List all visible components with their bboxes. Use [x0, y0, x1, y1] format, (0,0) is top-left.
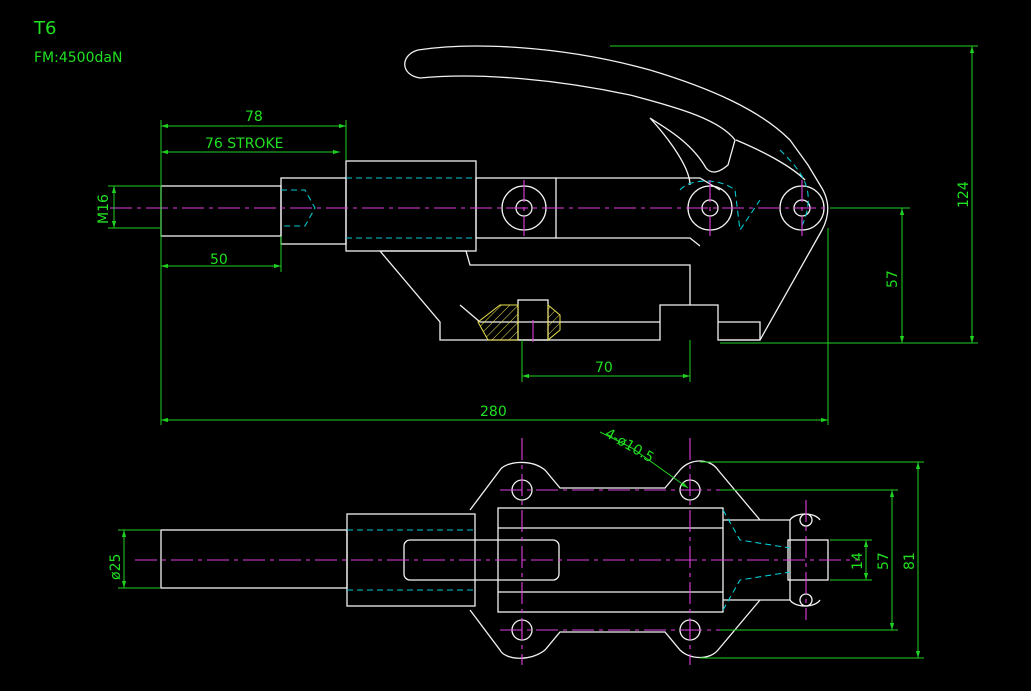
frame-inner	[498, 527, 723, 593]
dim-holes-label: 4-ø10.5	[602, 426, 657, 467]
top-view-dimensions: 4-ø10.5 ø25 14 57 81	[108, 426, 924, 659]
hidden-rod-bore	[347, 529, 475, 591]
top-centerline-hole-rows	[500, 489, 730, 631]
leader-holes-arrow	[631, 447, 689, 489]
force-rating: FM:4500daN	[34, 50, 122, 66]
base-plate-outline	[469, 460, 761, 659]
link-arm	[556, 177, 721, 247]
dim-rod-dia-label: ø25	[108, 554, 124, 580]
side-view	[110, 45, 880, 345]
dim-124-label: 124	[956, 181, 972, 208]
dim-thread-length-label: 50	[210, 252, 228, 268]
section-hatch-right	[547, 303, 561, 342]
dim-stroke-label: 76 STROKE	[205, 136, 283, 152]
top-centerline-holes	[521, 438, 807, 665]
threaded-rod	[160, 185, 282, 237]
dim-thread-label: M16	[96, 194, 112, 224]
drawing-title: T6	[33, 18, 56, 39]
dim-hole-spacing-label: 57	[876, 552, 892, 570]
dim-base-width-label: 81	[902, 552, 918, 570]
dim-280-label: 280	[480, 404, 507, 420]
hidden-thread-end	[281, 189, 316, 227]
handle-outline	[404, 45, 829, 341]
hidden-bore	[346, 177, 476, 239]
dim-57-label: 57	[885, 270, 901, 288]
base-frame	[379, 250, 761, 341]
centerline-pins	[523, 180, 803, 236]
top-view	[135, 438, 860, 665]
plunger-rod	[160, 529, 348, 589]
leader-holes	[599, 431, 633, 449]
rod-sleeve	[280, 177, 347, 245]
section-hatch-left	[477, 304, 519, 341]
dim-70-label: 70	[595, 360, 613, 376]
side-view-dimensions: 78 76 STROKE M16 50 70 280 57 124	[96, 45, 978, 425]
handle-inner-edge	[735, 139, 806, 181]
hidden-toggle	[679, 149, 809, 232]
dim-78-label: 78	[245, 109, 263, 125]
hidden-clevis	[722, 509, 791, 611]
dim-slot-label: 14	[850, 552, 866, 570]
